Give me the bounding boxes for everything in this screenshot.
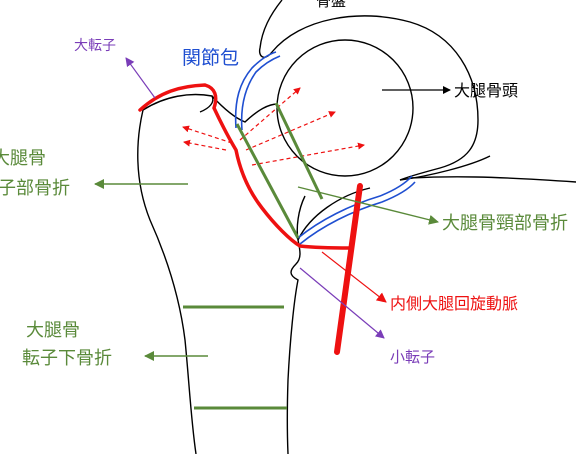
- femoral-head-label: 大腿骨頭: [454, 81, 518, 100]
- femoral-head: [276, 39, 414, 177]
- lesser-trochanter-label: 小転子: [390, 348, 435, 366]
- neck-fracture-line: [274, 102, 324, 200]
- joint-capsule: [234, 51, 416, 245]
- trochanteric-fracture-label-line2: 転子部骨折: [0, 178, 70, 199]
- femur-outline: [137, 93, 371, 454]
- neck-fracture-label: 大腿骨頸部骨折: [442, 213, 568, 234]
- label-pointers: [94, 57, 451, 361]
- trochanteric-fracture-line: [235, 123, 300, 239]
- greater-trochanter-label: 大転子: [74, 38, 116, 54]
- joint-capsule-label: 関節包: [182, 47, 239, 69]
- blood-supply-arrows: [182, 87, 365, 166]
- fracture-lines: [183, 102, 324, 410]
- circumflex-artery-label: 内側大腿回旋動脈: [390, 294, 518, 313]
- trochanteric-fracture-label-line1: 大腿骨: [0, 148, 46, 169]
- subtrochanteric-fracture-label-line2: 転子下骨折: [22, 348, 112, 369]
- labels: 骨盤 大転子 関節包 大腿骨頭 大腿骨 転子部骨折 大腿骨頸部骨折 内側大腿回旋…: [0, 0, 568, 369]
- subtrochanteric-fracture-label-line1: 大腿骨: [26, 320, 80, 341]
- circumflex-artery: [138, 83, 363, 355]
- acetabulum-label: 骨盤: [316, 0, 346, 10]
